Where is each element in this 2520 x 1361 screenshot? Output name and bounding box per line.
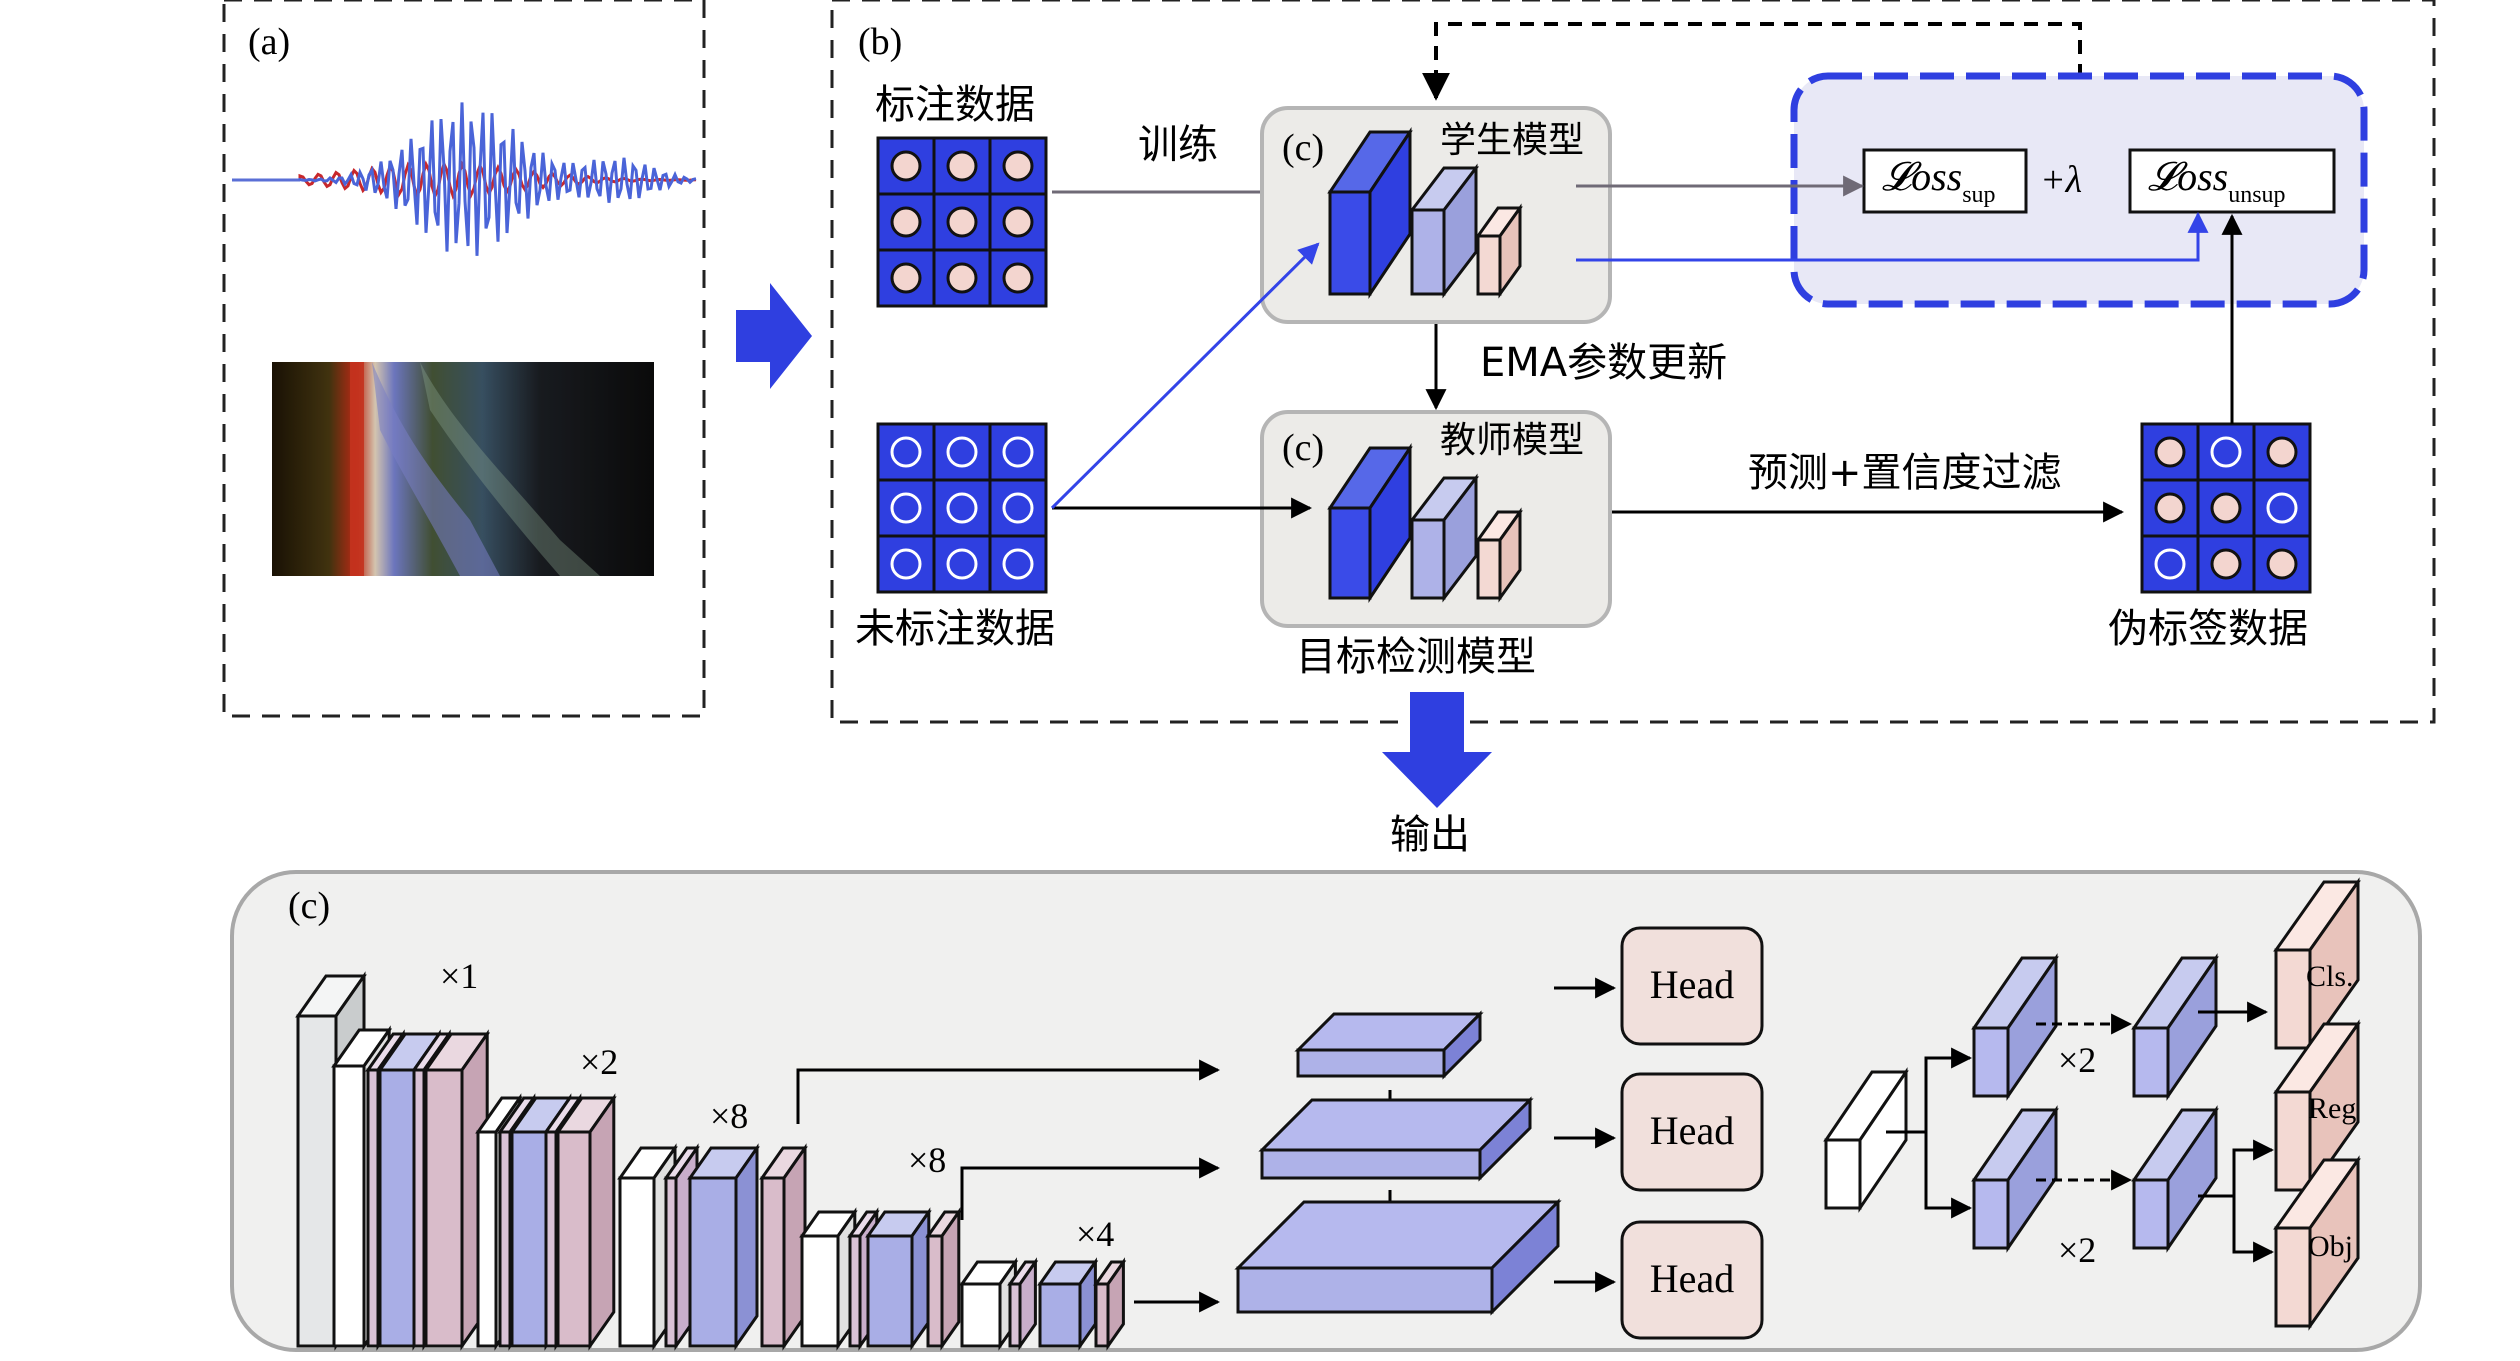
svg-text:Cls.: Cls. — [2306, 960, 2354, 993]
loss-feedback-arrow — [1422, 22, 2082, 101]
svg-text:Obj: Obj — [2308, 1230, 2353, 1263]
output-cls: Cls. — [2273, 877, 2361, 1053]
student-model-box: (c) 学生模型 — [1260, 106, 1612, 324]
unlabeled-to-student-arrow — [1050, 242, 1320, 510]
mult-8a: ×8 — [710, 1096, 748, 1136]
panel-a-label: (a) — [248, 21, 290, 63]
output-arrow — [1382, 692, 1492, 808]
svg-text:Head: Head — [1650, 1256, 1734, 1301]
neck-arrow-mid — [960, 1157, 1221, 1220]
teacher-tag: (c) — [1282, 427, 1324, 469]
svg-text:Head: Head — [1650, 962, 1734, 1007]
backbone-block-11 — [555, 1093, 617, 1351]
unlabeled-data-grid — [876, 422, 1048, 594]
loss-sup-box — [1862, 148, 2028, 214]
predict-filter-label: 预测+置信度过滤 — [1748, 450, 2062, 496]
teacher-model-label: 教师模型 — [1440, 420, 1584, 461]
output-label: 输出 — [1390, 812, 1470, 858]
mult-8b: ×8 — [908, 1140, 946, 1180]
loss-unsup-text: 𝓛ossunsup — [2148, 154, 2286, 208]
labeled-data-label: 标注数据 — [875, 82, 1035, 128]
pseudo-label-grid — [2140, 422, 2312, 594]
mult-1: ×1 — [440, 956, 478, 996]
mult-2: ×2 — [580, 1042, 618, 1082]
waveform-image — [232, 102, 697, 256]
backbone-block-20 — [959, 1257, 1019, 1351]
teacher-model-box: (c) 教师模型 — [1260, 410, 1612, 628]
backbone-block-15 — [759, 1143, 808, 1351]
backbone-block-23 — [1093, 1257, 1127, 1351]
panel-b-label: (b) — [858, 21, 902, 63]
flow-arrow-a-to-b — [736, 283, 812, 389]
student-tag: (c) — [1282, 127, 1324, 169]
ema-label: EMA参数更新 — [1480, 340, 1727, 386]
loss-unsup-box — [2128, 148, 2336, 214]
backbone-block-18 — [865, 1207, 932, 1351]
pseudo-label-data-label: 伪标签数据 — [2108, 606, 2308, 652]
loss-sup-text: 𝓛osssup — [1882, 154, 1996, 208]
panel-c-label: (c) — [288, 885, 330, 927]
backbone-block-21 — [1007, 1257, 1039, 1351]
detection-model-label: 目标检测模型 — [1296, 634, 1536, 680]
train-label: 训练 — [1138, 122, 1218, 168]
output-reg: Reg — [2273, 1019, 2361, 1195]
student-model-label: 学生模型 — [1440, 120, 1584, 161]
branch-mult-top: ×2 — [2058, 1040, 2096, 1080]
plus-lambda: +λ — [2040, 159, 2082, 201]
student-to-loss-unsup-arrow — [1576, 211, 2209, 262]
branch-mult-bottom: ×2 — [2058, 1230, 2096, 1270]
backbone — [295, 971, 1127, 1351]
backbone-block-19 — [925, 1207, 962, 1351]
output-obj: Obj — [2273, 1155, 2361, 1331]
svg-text:Reg: Reg — [2308, 1092, 2356, 1125]
mult-4: ×4 — [1076, 1214, 1114, 1254]
backbone-block-16 — [799, 1207, 858, 1351]
labeled-data-grid — [876, 136, 1048, 308]
panel-c: (c) ×1 ×2 ×8 ×8 ×4 — [230, 870, 2422, 1352]
head-box-3: Head — [1620, 1220, 1764, 1340]
panel-a: (a) — [222, 0, 706, 718]
panel-b: (b) 标注数据 未标注数据 训练 (c) 学生模型 EMA参数更新 — [830, 0, 2436, 724]
spectrogram-image — [272, 362, 654, 576]
head-box-1: Head — [1620, 926, 1764, 1046]
backbone-block-14 — [687, 1143, 760, 1351]
loss-panel: 𝓛osssup +λ 𝓛ossunsup — [1790, 72, 2368, 308]
feature-pyramid — [1234, 1010, 1562, 1316]
backbone-block-22 — [1037, 1257, 1099, 1351]
svg-text:Head: Head — [1650, 1108, 1734, 1153]
neck-arrow-top — [796, 1059, 1221, 1124]
unlabeled-data-label: 未标注数据 — [855, 606, 1055, 652]
head-box-2: Head — [1620, 1072, 1764, 1192]
decoupled-head: ×2 ×2 Cls. — [1823, 877, 2361, 1331]
